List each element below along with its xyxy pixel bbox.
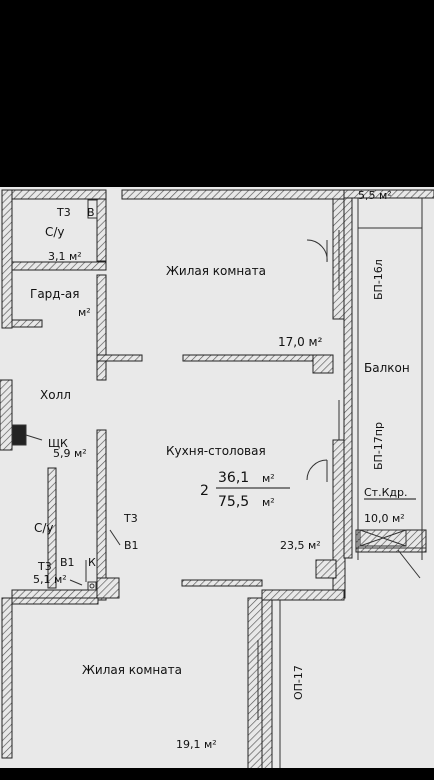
wall-balcony-left xyxy=(343,197,353,559)
bottom-edge xyxy=(0,768,434,780)
living-top-area: 17,0 м² xyxy=(278,335,323,349)
wall-top-right xyxy=(121,189,345,200)
b1-mid: В1 xyxy=(124,539,139,552)
wall-top xyxy=(11,189,107,200)
bath-top-area: 3,1 м² xyxy=(48,250,82,263)
column-mid xyxy=(312,354,334,374)
wall-kitchen-bottom xyxy=(181,579,263,587)
window-mark-bp17: БП-17пр xyxy=(372,422,385,470)
t3-bottom: Т3 xyxy=(37,560,52,573)
wall-balcony-top xyxy=(343,189,434,199)
window-mark-op17: ОП-17 xyxy=(292,665,305,700)
wall-shk-panel xyxy=(0,379,13,451)
wall-bottom-partition xyxy=(247,597,263,775)
bath-bottom-area: 5,1 м² xyxy=(33,573,67,586)
wall-living-kitchen xyxy=(182,354,334,362)
wall-bottom-right-vertical xyxy=(261,599,273,776)
wall-left-bottom xyxy=(1,597,13,759)
b1-bottom: В1 xyxy=(60,556,75,569)
wall-hall-right xyxy=(96,429,107,601)
k-bottom: К xyxy=(88,556,96,569)
wall-left-top xyxy=(1,189,13,329)
wardrobe-name: Гард-ая xyxy=(30,287,80,301)
wall-bath-bottom-floor xyxy=(11,589,107,599)
wall-bath-living xyxy=(96,198,107,262)
window-mark-bp16: БП-16л xyxy=(372,259,385,300)
storage-area: 10,0 м² xyxy=(364,512,405,525)
wall-bath-floor xyxy=(11,261,107,271)
apt-living-unit: м² xyxy=(262,472,275,485)
hall-area: 5,9 м² xyxy=(53,447,87,460)
storage-name: Ст.Кдр. xyxy=(364,486,407,499)
kitchen-area: 23,5 м² xyxy=(280,539,321,552)
shk-label: ЩК xyxy=(48,437,68,450)
plan-paper xyxy=(0,187,434,780)
apt-total-area: 75,5 xyxy=(218,494,249,510)
wall-wardrobe-stub xyxy=(11,319,43,328)
top-partial-area: 5,5 м² xyxy=(358,189,392,202)
bath-top-t3: Т3 xyxy=(56,206,71,219)
column-bottom xyxy=(96,577,120,599)
bath-top-b: В xyxy=(87,206,95,219)
wall-right-bottom-step xyxy=(261,589,345,601)
living-bottom-area: 19,1 м² xyxy=(176,738,217,751)
wall-bottom-left xyxy=(11,597,99,605)
bath-bottom-name: С/у xyxy=(34,521,54,535)
wall-stub-mid xyxy=(96,354,143,362)
wall-bath-bottom-left xyxy=(47,467,57,589)
apt-rooms: 2 xyxy=(200,483,209,499)
apt-living-area: 36,1 xyxy=(218,470,249,486)
column-kitchen xyxy=(315,559,337,579)
kitchen-name: Кухня-столовая xyxy=(166,444,266,458)
wall-wardrobe-right xyxy=(96,274,107,381)
living-top-name: Жилая комната xyxy=(166,264,266,278)
t3-mid: Т3 xyxy=(123,512,138,525)
hall-name: Холл xyxy=(40,388,71,402)
thin-lines xyxy=(11,198,426,775)
living-bottom-name: Жилая комната xyxy=(82,663,182,677)
balcony-name: Балкон xyxy=(364,361,410,375)
wardrobe-unit: м² xyxy=(78,306,91,319)
apt-total-unit: м² xyxy=(262,496,275,509)
bath-top-name: С/у xyxy=(45,225,65,239)
